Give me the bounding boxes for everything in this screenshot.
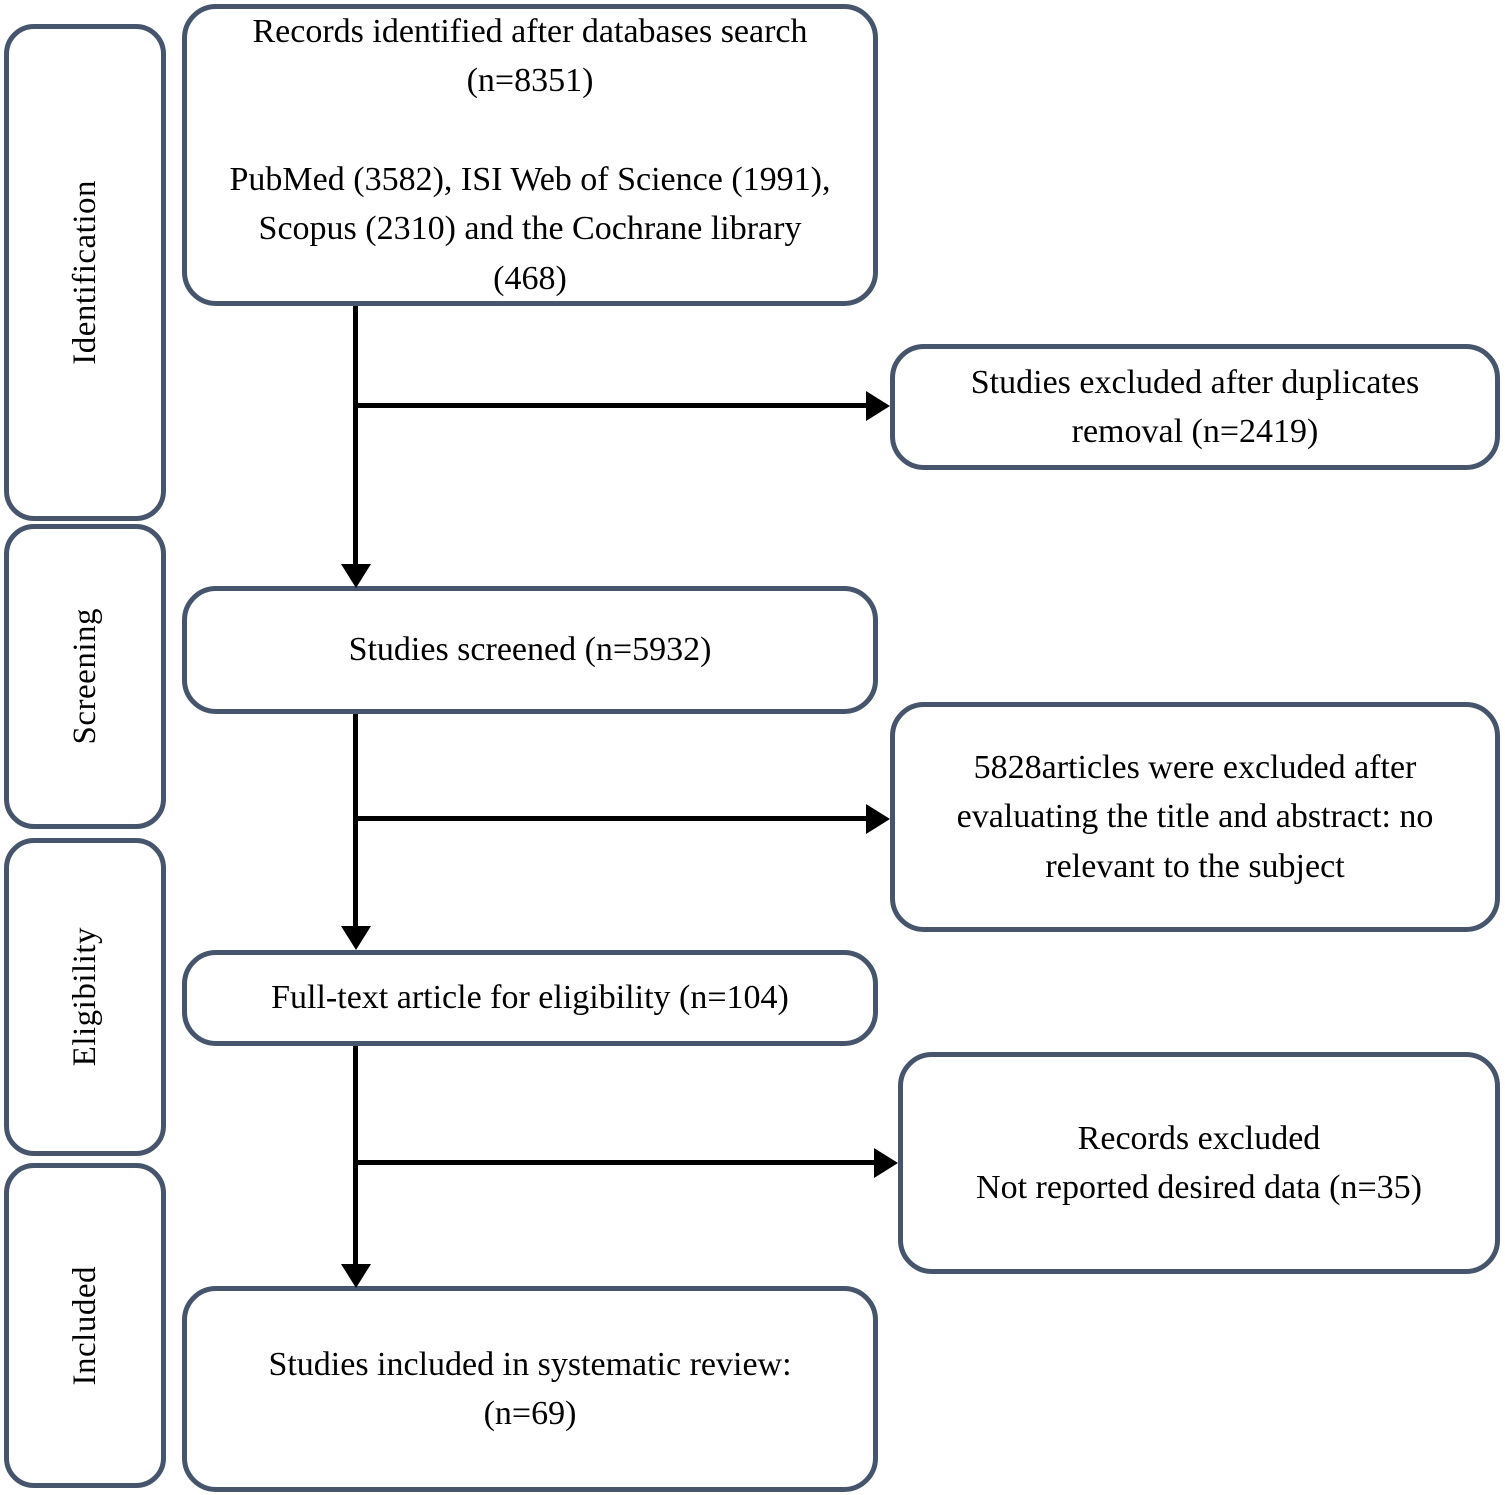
box-records-identified: Records identified after databases searc… <box>182 4 878 306</box>
connector-vertical-identified-to-screened <box>353 306 358 568</box>
stage-label-eligibility: Eligibility <box>66 927 103 1067</box>
box-full-text-eligibility-text: Full-text article for eligibility (n=104… <box>271 979 789 1017</box>
box-excluded-no-data: Records excluded Not reported desired da… <box>898 1052 1500 1274</box>
stage-label-included: Included <box>66 1265 103 1386</box>
connector-horizontal-to-excluded-no-data <box>355 1160 878 1165</box>
stage-label-screening: Screening <box>66 608 103 745</box>
box-excluded-duplicates-text: Studies excluded after duplicates remova… <box>970 363 1420 450</box>
box-full-text-eligibility: Full-text article for eligibility (n=104… <box>182 950 878 1046</box>
box-studies-screened-text: Studies screened (n=5932) <box>348 631 712 669</box>
connector-vertical-screened-to-eligibility <box>353 714 358 930</box>
box-excluded-title-abstract-text: 5828articles were excluded after evaluat… <box>956 749 1434 885</box>
box-excluded-duplicates: Studies excluded after duplicates remova… <box>890 344 1500 470</box>
arrowhead-right-to-excluded-duplicates <box>866 391 890 421</box>
box-records-identified-text: Records identified after databases searc… <box>229 13 831 297</box>
connector-vertical-eligibility-to-included <box>353 1046 358 1268</box>
box-studies-included: Studies included in systematic review: (… <box>182 1286 878 1492</box>
box-studies-included-text: Studies included in systematic review: (… <box>268 1345 792 1432</box>
stage-box-identification: Identification <box>4 24 166 521</box>
connector-horizontal-to-excluded-duplicates <box>355 403 870 408</box>
stage-label-identification: Identification <box>66 180 103 365</box>
stage-box-screening: Screening <box>4 524 166 829</box>
box-excluded-title-abstract: 5828articles were excluded after evaluat… <box>890 702 1500 932</box>
arrowhead-down-to-studies-screened <box>341 564 371 588</box>
box-excluded-no-data-text: Records excluded Not reported desired da… <box>976 1119 1422 1206</box>
arrowhead-down-to-full-text-eligibility <box>341 926 371 950</box>
arrowhead-right-to-excluded-title-abstract <box>866 804 890 834</box>
connector-horizontal-to-excluded-title-abstract <box>355 816 870 821</box>
stage-box-eligibility: Eligibility <box>4 838 166 1156</box>
stage-box-included: Included <box>4 1163 166 1488</box>
arrowhead-right-to-excluded-no-data <box>874 1148 898 1178</box>
arrowhead-down-to-studies-included <box>341 1264 371 1288</box>
box-studies-screened: Studies screened (n=5932) <box>182 586 878 714</box>
